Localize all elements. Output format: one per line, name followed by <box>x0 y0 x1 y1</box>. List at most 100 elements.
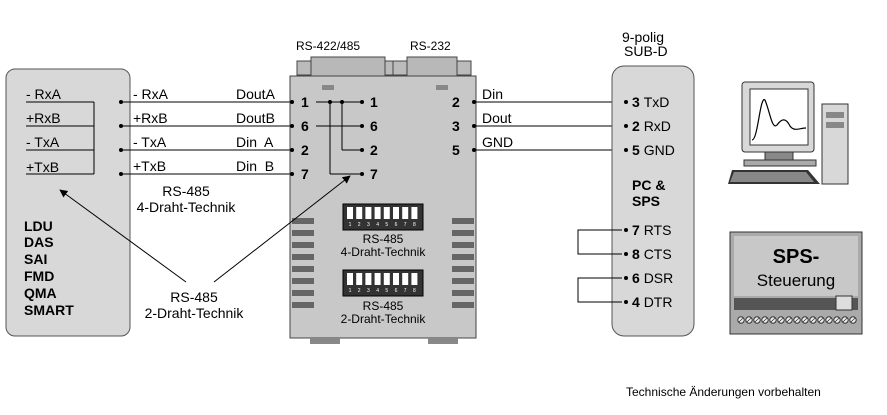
rs485-wires <box>121 101 290 175</box>
dip-key <box>356 207 363 219</box>
dip-key-number: 3 <box>367 222 370 228</box>
dip-key-number: 6 <box>395 288 398 294</box>
dip-key-number: 4 <box>376 222 379 228</box>
subd-pin-dot <box>624 276 628 280</box>
dip-key <box>383 207 390 219</box>
subd-label-line1: PC & <box>632 177 665 193</box>
subd-body <box>611 65 695 337</box>
left-device-panel <box>5 68 131 337</box>
subd-pin-dtr: 4 DTR <box>632 294 672 310</box>
vent-slots <box>292 218 474 308</box>
sps-controller-icon: SPS- Steuerung <box>729 231 863 335</box>
footer-note: Technische Änderungen vorbehalten <box>626 385 821 399</box>
wire-label-rxa: - RxA <box>133 86 169 102</box>
model-qma: QMA <box>24 285 57 301</box>
annotation-4wire-line1: RS-485 <box>162 183 210 199</box>
wire-label-txa: - TxA <box>133 134 167 150</box>
wire-label-rxb: +RxB <box>133 110 168 126</box>
dip-key <box>383 273 390 285</box>
dip-4wire-line2: 4-Draht-Technik <box>341 245 427 259</box>
model-sai: SAI <box>24 251 47 267</box>
rs232-signal-dout: Dout <box>482 110 512 126</box>
sps-subtitle: Steuerung <box>757 271 835 290</box>
wire-label-txb: +TxB <box>133 158 166 174</box>
annotation-2wire-line2: 2-Draht-Technik <box>145 305 245 321</box>
annotation-2wire-line1: RS-485 <box>170 289 218 305</box>
signal-dina: Din A <box>236 134 274 150</box>
dip-key <box>356 273 363 285</box>
dip-4wire-line1: RS-485 <box>363 232 404 246</box>
dip-key <box>402 273 409 285</box>
subd-pin-dot <box>624 252 628 256</box>
left-pin-rxa: - RxA <box>26 86 62 102</box>
dip-key-number: 5 <box>385 288 388 294</box>
dip-key-number: 8 <box>413 222 416 228</box>
left-pin-rxb: +RxB <box>26 110 61 126</box>
pc-computer-icon <box>728 81 849 185</box>
dip-key-number: 7 <box>404 222 407 228</box>
dip-key-number: 3 <box>367 288 370 294</box>
left-internal-bridges <box>26 101 95 175</box>
subd-pin-cts: 8 CTS <box>632 246 672 262</box>
subd-label-line2: SPS <box>632 193 660 209</box>
subd-pin-dot <box>624 300 628 304</box>
dip-key <box>374 207 381 219</box>
dip-key <box>393 207 399 219</box>
subd-header-line2: SUB-D <box>624 43 668 59</box>
dip-key-number: 6 <box>395 222 398 228</box>
conv-pin-2: 2 <box>301 142 309 158</box>
dip-key <box>411 273 418 285</box>
dip-key <box>411 207 418 219</box>
dip-key-number: 1 <box>349 222 352 228</box>
dip-key <box>393 273 399 285</box>
model-ldu: LDU <box>24 218 53 234</box>
annotations: RS-485 4-Draht-Technik RS-485 2-Draht-Te… <box>59 175 351 321</box>
rs232-signal-din: Din <box>482 86 503 102</box>
rs232-wires <box>474 101 624 151</box>
conv-inner-pin-1: 1 <box>370 94 378 110</box>
subd-pin-dot <box>624 148 628 152</box>
sps-title: SPS- <box>773 246 820 268</box>
conv-inner-pin-7: 7 <box>370 166 378 182</box>
conv-pin-6: 6 <box>301 118 309 134</box>
conv-inner-pin-2: 2 <box>370 142 378 158</box>
subd-loopbacks <box>577 229 622 303</box>
dip-key-number: 8 <box>413 288 416 294</box>
dip-2wire-line2: 2-Draht-Technik <box>341 312 427 326</box>
signal-dinb: Din B <box>236 158 274 174</box>
conv-pin-7: 7 <box>301 166 309 182</box>
model-fmd: FMD <box>24 268 54 284</box>
subd-pin-txd: 3 TxD <box>632 94 669 110</box>
rs232-signal-gnd: GND <box>482 134 513 150</box>
model-das: DAS <box>24 234 54 250</box>
dip-key-number: 1 <box>349 288 352 294</box>
subd-pin-rxd: 2 RxD <box>632 118 671 134</box>
dip-key <box>402 207 409 219</box>
converter-module: RS-422/485 RS-232 1 <box>289 39 477 344</box>
subd-header-line1: 9-polig <box>622 29 664 45</box>
signal-doutb: DoutB <box>236 110 275 126</box>
dip-key-number: 5 <box>385 222 388 228</box>
subd-pin-gnd: 5 GND <box>632 142 675 158</box>
dip-key-number: 7 <box>404 288 407 294</box>
left-pin-txb: +TxB <box>26 159 59 175</box>
conv-pin-1: 1 <box>301 94 309 110</box>
dip-key-number: 4 <box>376 288 379 294</box>
dip-key-number: 2 <box>358 288 361 294</box>
model-smart: SMART <box>24 302 74 318</box>
conv-rs232-pin-5: 5 <box>452 142 460 158</box>
subd-pin-dot <box>624 100 628 104</box>
signal-douta: DoutA <box>236 86 276 102</box>
subd-pin-dot <box>624 228 628 232</box>
left-device: - RxA +RxB - TxA +TxB LDU DAS SAI FMD QM… <box>5 68 131 337</box>
dip-key <box>347 207 353 219</box>
converter-bridges <box>316 101 362 175</box>
subd-pin-dot <box>624 124 628 128</box>
dip-key-number: 2 <box>358 222 361 228</box>
conv-inner-pin-6: 6 <box>370 118 378 134</box>
